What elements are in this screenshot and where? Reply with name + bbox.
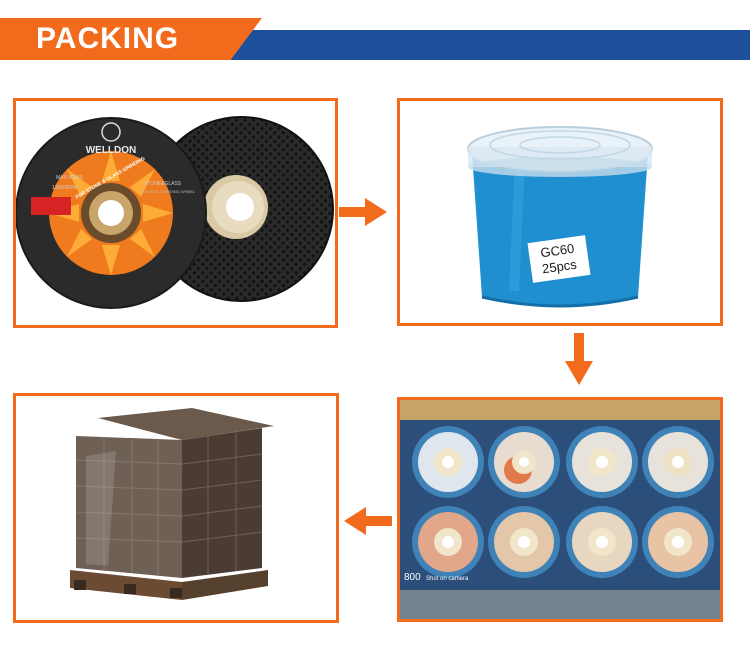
pallet-image bbox=[70, 408, 274, 600]
bucket-row-top bbox=[412, 426, 714, 498]
wheel-brand-text: WELLDON bbox=[86, 145, 137, 156]
pallet-photo-panel bbox=[13, 393, 339, 623]
banner-orange-tab bbox=[0, 18, 262, 60]
arrow-right-icon bbox=[339, 198, 387, 226]
wheel-rpm-text: 13300RPM bbox=[52, 185, 77, 191]
arrow-left-icon bbox=[344, 507, 392, 535]
grinding-wheels-image: WELLDON MAX 80M/S 13300RPM STONE&GLASS F… bbox=[16, 116, 334, 309]
page-title: PACKING bbox=[36, 22, 180, 55]
bucket-label-line2: 25pcs bbox=[541, 257, 578, 277]
wheel-speed-text: MAX 80M/S bbox=[56, 175, 83, 181]
wheel-subtitle-text: FLEXIBLE GRINDING WHEEL bbox=[140, 189, 196, 194]
carton-photo-panel: 800 Shot on camera bbox=[397, 397, 723, 622]
bucket-label-line1: GC60 bbox=[540, 241, 576, 261]
bucket-photo-panel: GC60 25pcs bbox=[397, 98, 723, 326]
carton-image: 800 Shot on camera bbox=[400, 400, 720, 619]
bucket-image: GC60 25pcs bbox=[467, 126, 653, 308]
camera-mark-text: 800 bbox=[404, 572, 421, 583]
wheels-photo-panel: WELLDON MAX 80M/S 13300RPM STONE&GLASS F… bbox=[13, 98, 338, 328]
wheel-material-text: STONE&GLASS bbox=[144, 181, 182, 187]
camera-caption-text: Shot on camera bbox=[426, 576, 469, 582]
arrow-down-icon bbox=[565, 333, 593, 385]
bucket-row-bottom bbox=[412, 506, 714, 578]
